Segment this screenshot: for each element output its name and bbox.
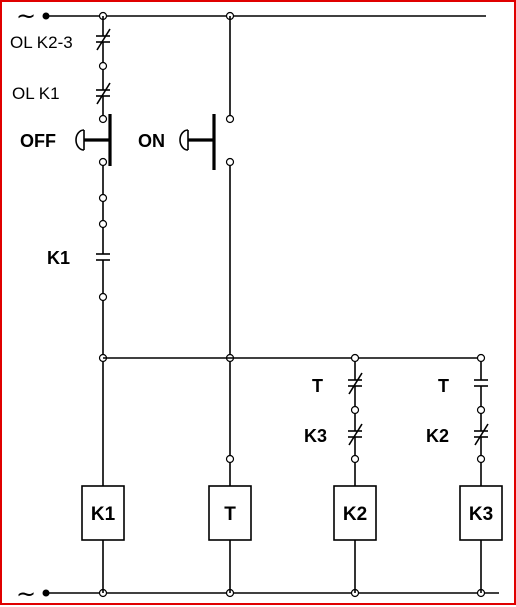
on-button-head bbox=[179, 129, 189, 151]
node bbox=[98, 292, 108, 302]
junction-bus-4 bbox=[476, 353, 486, 363]
label-k1-holding: K1 bbox=[47, 248, 70, 268]
label-k3-nc: K3 bbox=[304, 426, 327, 446]
nc-slash bbox=[96, 82, 111, 105]
nc-slash bbox=[348, 372, 363, 395]
label-t-no: T bbox=[438, 376, 449, 396]
coil-k2: K2 bbox=[333, 485, 377, 541]
node bbox=[350, 405, 360, 415]
coil-t-label: T bbox=[224, 504, 236, 525]
bottom-rail-terminal bbox=[42, 589, 50, 597]
coil-t: T bbox=[208, 485, 252, 541]
coil-k2-label: K2 bbox=[343, 504, 367, 525]
label-t-nc: T bbox=[312, 376, 323, 396]
node bbox=[98, 193, 108, 203]
coil-k1-label: K1 bbox=[91, 504, 116, 525]
node bbox=[225, 157, 235, 167]
label-on: ON bbox=[138, 131, 165, 151]
node bbox=[98, 61, 108, 71]
node bbox=[225, 114, 235, 124]
node bbox=[98, 157, 108, 167]
node bbox=[476, 454, 486, 464]
node bbox=[225, 454, 235, 464]
label-off: OFF bbox=[20, 131, 56, 151]
top-rail-terminal bbox=[42, 12, 50, 20]
nc-slash bbox=[96, 28, 111, 51]
node bbox=[98, 219, 108, 229]
coil-k3: K3 bbox=[459, 485, 503, 541]
nc-slash bbox=[348, 423, 363, 446]
coil-k1: K1 bbox=[81, 485, 125, 541]
supply-bottom-symbol: ~ bbox=[16, 580, 36, 607]
label-k2-nc: K2 bbox=[426, 426, 449, 446]
label-ol-k23: OL K2-3 bbox=[10, 33, 73, 52]
coil-k3-label: K3 bbox=[469, 504, 493, 525]
supply-top-symbol: ~ bbox=[16, 2, 36, 30]
node bbox=[350, 454, 360, 464]
node bbox=[98, 114, 108, 124]
junction-bus-3 bbox=[350, 353, 360, 363]
label-ol-k1: OL K1 bbox=[12, 84, 60, 103]
off-button-head bbox=[75, 129, 85, 151]
nc-slash bbox=[474, 423, 489, 446]
node bbox=[476, 405, 486, 415]
